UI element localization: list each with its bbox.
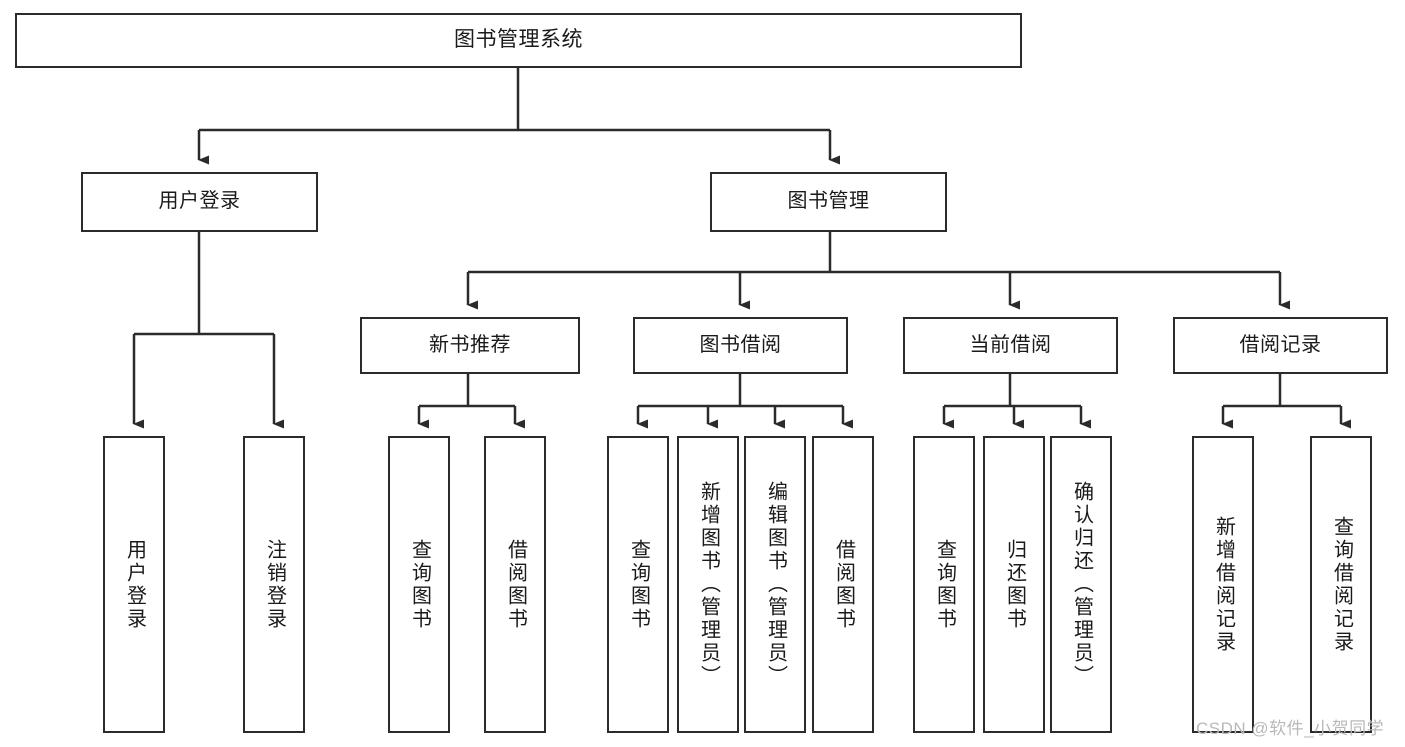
leaf-query-book-cur-label: 查询图书 [933,538,956,631]
leaf-borrow-book[interactable]: 借阅图书 [812,436,874,733]
leaf-edit-book[interactable]: 编辑图书（管理员） [744,436,806,733]
leaf-query-record[interactable]: 查询借阅记录 [1310,436,1372,733]
leaf-return-book[interactable]: 归还图书 [983,436,1045,733]
leaf-query-book-cur[interactable]: 查询图书 [913,436,975,733]
leaf-confirm-return-label: 确认归还（管理员） [1070,481,1093,688]
leaf-user-login[interactable]: 用户登录 [103,436,165,733]
leaf-add-record-label: 新增借阅记录 [1212,515,1235,654]
leaf-logout-label: 注销登录 [263,538,286,631]
leaf-add-record[interactable]: 新增借阅记录 [1192,436,1254,733]
node-borrow-record[interactable]: 借阅记录 [1173,317,1388,374]
leaf-user-login-label: 用户登录 [123,538,146,631]
leaf-borrow-book-label: 借阅图书 [832,538,855,631]
node-user-login-label: 用户登录 [158,190,241,213]
node-current-borrow-label: 当前借阅 [969,333,1052,356]
leaf-borrow-book-rec-label: 借阅图书 [504,538,527,631]
node-root[interactable]: 图书管理系统 [15,13,1022,68]
leaf-query-book-borrow[interactable]: 查询图书 [607,436,669,733]
node-book-manage[interactable]: 图书管理 [710,172,947,232]
node-book-manage-label: 图书管理 [787,190,870,213]
leaf-query-record-label: 查询借阅记录 [1330,515,1353,654]
node-user-login[interactable]: 用户登录 [81,172,318,232]
leaf-edit-book-label: 编辑图书（管理员） [764,481,787,688]
leaf-return-book-label: 归还图书 [1003,538,1026,631]
leaf-add-book-label: 新增图书（管理员） [697,481,720,688]
node-current-borrow[interactable]: 当前借阅 [903,317,1118,374]
leaf-query-book-rec-label: 查询图书 [408,538,431,631]
node-root-label: 图书管理系统 [454,28,583,52]
node-new-book-rec[interactable]: 新书推荐 [360,317,580,374]
csdn-watermark: CSDN @软件_小贺同学 [1196,719,1385,738]
node-book-borrow-label: 图书借阅 [699,333,782,356]
node-new-book-rec-label: 新书推荐 [429,333,511,356]
leaf-query-book-borrow-label: 查询图书 [627,538,650,631]
node-book-borrow[interactable]: 图书借阅 [633,317,848,374]
leaf-add-book[interactable]: 新增图书（管理员） [677,436,739,733]
leaf-logout[interactable]: 注销登录 [243,436,305,733]
leaf-confirm-return[interactable]: 确认归还（管理员） [1050,436,1112,733]
leaf-query-book-rec[interactable]: 查询图书 [388,436,450,733]
node-borrow-record-label: 借阅记录 [1239,333,1322,356]
leaf-borrow-book-rec[interactable]: 借阅图书 [484,436,546,733]
